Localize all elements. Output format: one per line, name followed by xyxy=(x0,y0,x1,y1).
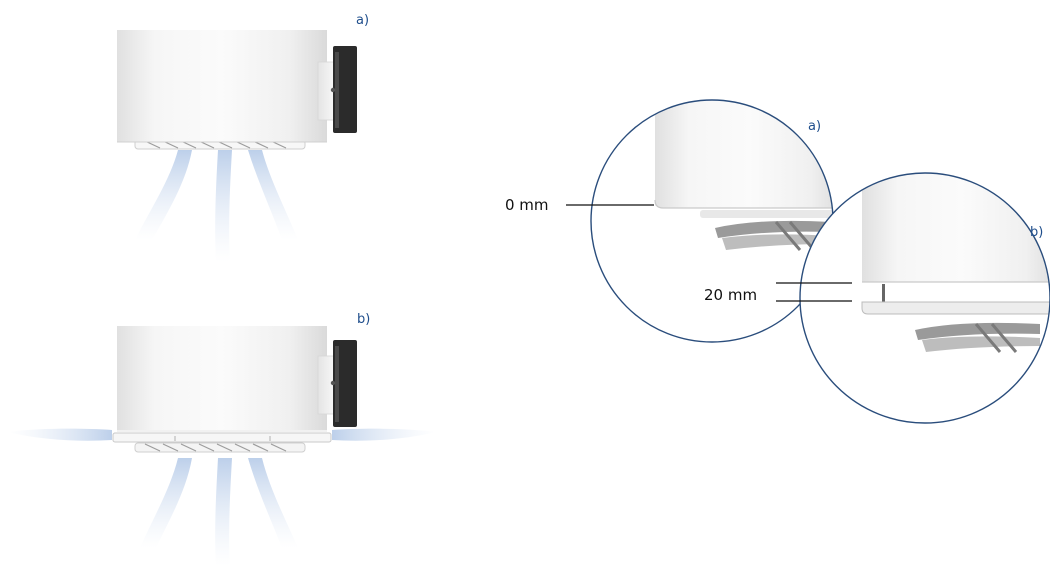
detail-b-gap-label: 20 mm xyxy=(704,286,757,304)
unit-a-label: a) xyxy=(356,13,369,28)
detail-b: 20 mm b) xyxy=(704,172,1050,424)
detail-b-louvres xyxy=(915,322,1040,353)
unit-b-label: b) xyxy=(357,312,370,327)
housing-b xyxy=(117,326,327,430)
detail-b-circle xyxy=(799,172,1050,424)
unit-a: a) xyxy=(117,13,369,262)
detail-a: 0 mm a) xyxy=(505,99,834,343)
duct-connector-a xyxy=(317,46,357,133)
unit-b: b) xyxy=(8,312,436,566)
louvre-grille-b xyxy=(112,432,332,453)
detail-a-louvres xyxy=(700,210,833,251)
detail-a-label: a) xyxy=(808,119,821,134)
airflow-down-b xyxy=(140,458,298,566)
detail-a-gap-label: 0 mm xyxy=(505,196,549,214)
housing-a xyxy=(117,30,327,142)
detail-b-label: b) xyxy=(1030,225,1043,240)
airflow-down-a xyxy=(135,150,298,262)
airflow-side-b xyxy=(8,428,436,441)
duct-connector-b xyxy=(317,340,357,427)
detail-b-leaders xyxy=(776,282,852,302)
